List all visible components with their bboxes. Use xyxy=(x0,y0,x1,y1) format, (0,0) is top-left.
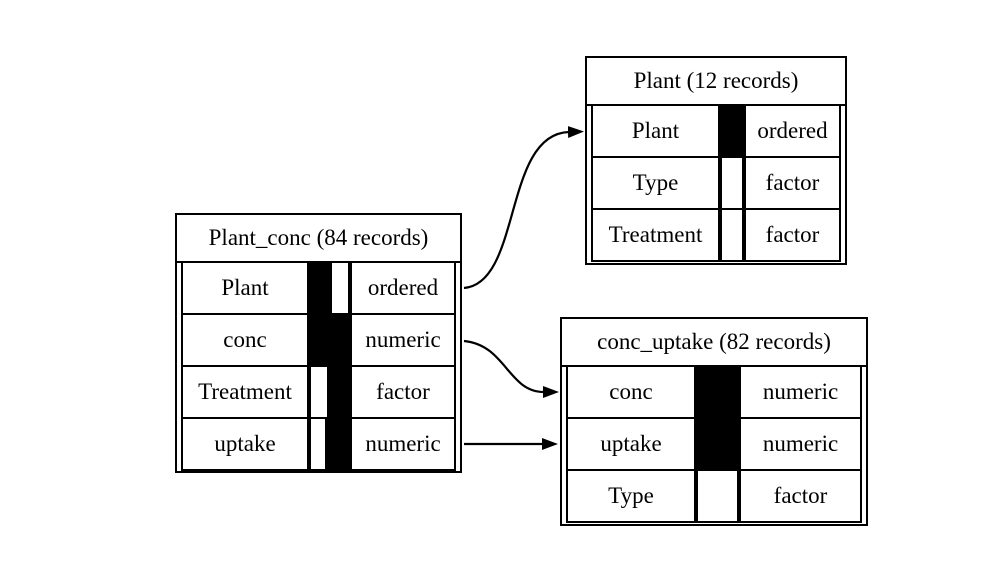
table-row: uptake numeric xyxy=(566,417,862,471)
fill-indicator xyxy=(309,261,350,315)
field-name: conc xyxy=(181,313,309,367)
field-type: ordered xyxy=(744,104,841,158)
fill-indicator xyxy=(696,365,739,419)
table-row: Plant ordered xyxy=(181,261,456,315)
field-type: factor xyxy=(739,469,862,523)
field-name: Plant xyxy=(591,104,720,158)
field-type: factor xyxy=(350,365,456,419)
arrow-conc-to-conc-uptake-table xyxy=(463,339,559,398)
table-rows: Plant ordered Type factor Treatment fact… xyxy=(587,104,845,262)
table-row: Type factor xyxy=(566,469,862,523)
field-name: uptake xyxy=(181,417,309,471)
field-name: Type xyxy=(591,156,720,210)
table-rows: Plant ordered conc numeric Treatment fac… xyxy=(177,261,460,471)
field-name: Plant xyxy=(181,261,309,315)
table-row: uptake numeric xyxy=(181,417,456,471)
fill-indicator xyxy=(720,156,744,210)
field-type: factor xyxy=(744,208,841,262)
field-type: ordered xyxy=(350,261,456,315)
table-title: Plant_conc (84 records) xyxy=(177,215,460,263)
table-row: Treatment factor xyxy=(591,208,841,262)
table-row: conc numeric xyxy=(181,313,456,367)
table-rows: conc numeric uptake numeric Type factor xyxy=(562,365,866,523)
field-name: Treatment xyxy=(591,208,720,262)
field-name: conc xyxy=(566,365,696,419)
field-type: numeric xyxy=(350,417,456,471)
field-type: factor xyxy=(744,156,841,210)
fill-indicator xyxy=(720,208,744,262)
field-name: Type xyxy=(566,469,696,523)
fill-indicator xyxy=(309,313,350,367)
table-row: conc numeric xyxy=(566,365,862,419)
field-name: Treatment xyxy=(181,365,309,419)
field-type: numeric xyxy=(739,365,862,419)
table-row: Plant ordered xyxy=(591,104,841,158)
field-type: numeric xyxy=(739,417,862,471)
fill-indicator xyxy=(720,104,744,158)
table-plant-conc: Plant_conc (84 records) Plant ordered co… xyxy=(175,213,462,473)
table-title: conc_uptake (82 records) xyxy=(562,319,866,367)
fill-indicator xyxy=(309,365,350,419)
table-conc-uptake: conc_uptake (82 records) conc numeric up… xyxy=(560,317,868,526)
field-type: numeric xyxy=(350,313,456,367)
fill-indicator xyxy=(696,417,739,471)
table-row: Treatment factor xyxy=(181,365,456,419)
table-plant: Plant (12 records) Plant ordered Type fa… xyxy=(585,56,847,265)
arrow-plant-to-plant-table xyxy=(463,126,584,290)
field-name: uptake xyxy=(566,417,696,471)
table-row: Type factor xyxy=(591,156,841,210)
fill-indicator xyxy=(309,417,350,471)
table-title: Plant (12 records) xyxy=(587,58,845,106)
fill-indicator xyxy=(696,469,739,523)
